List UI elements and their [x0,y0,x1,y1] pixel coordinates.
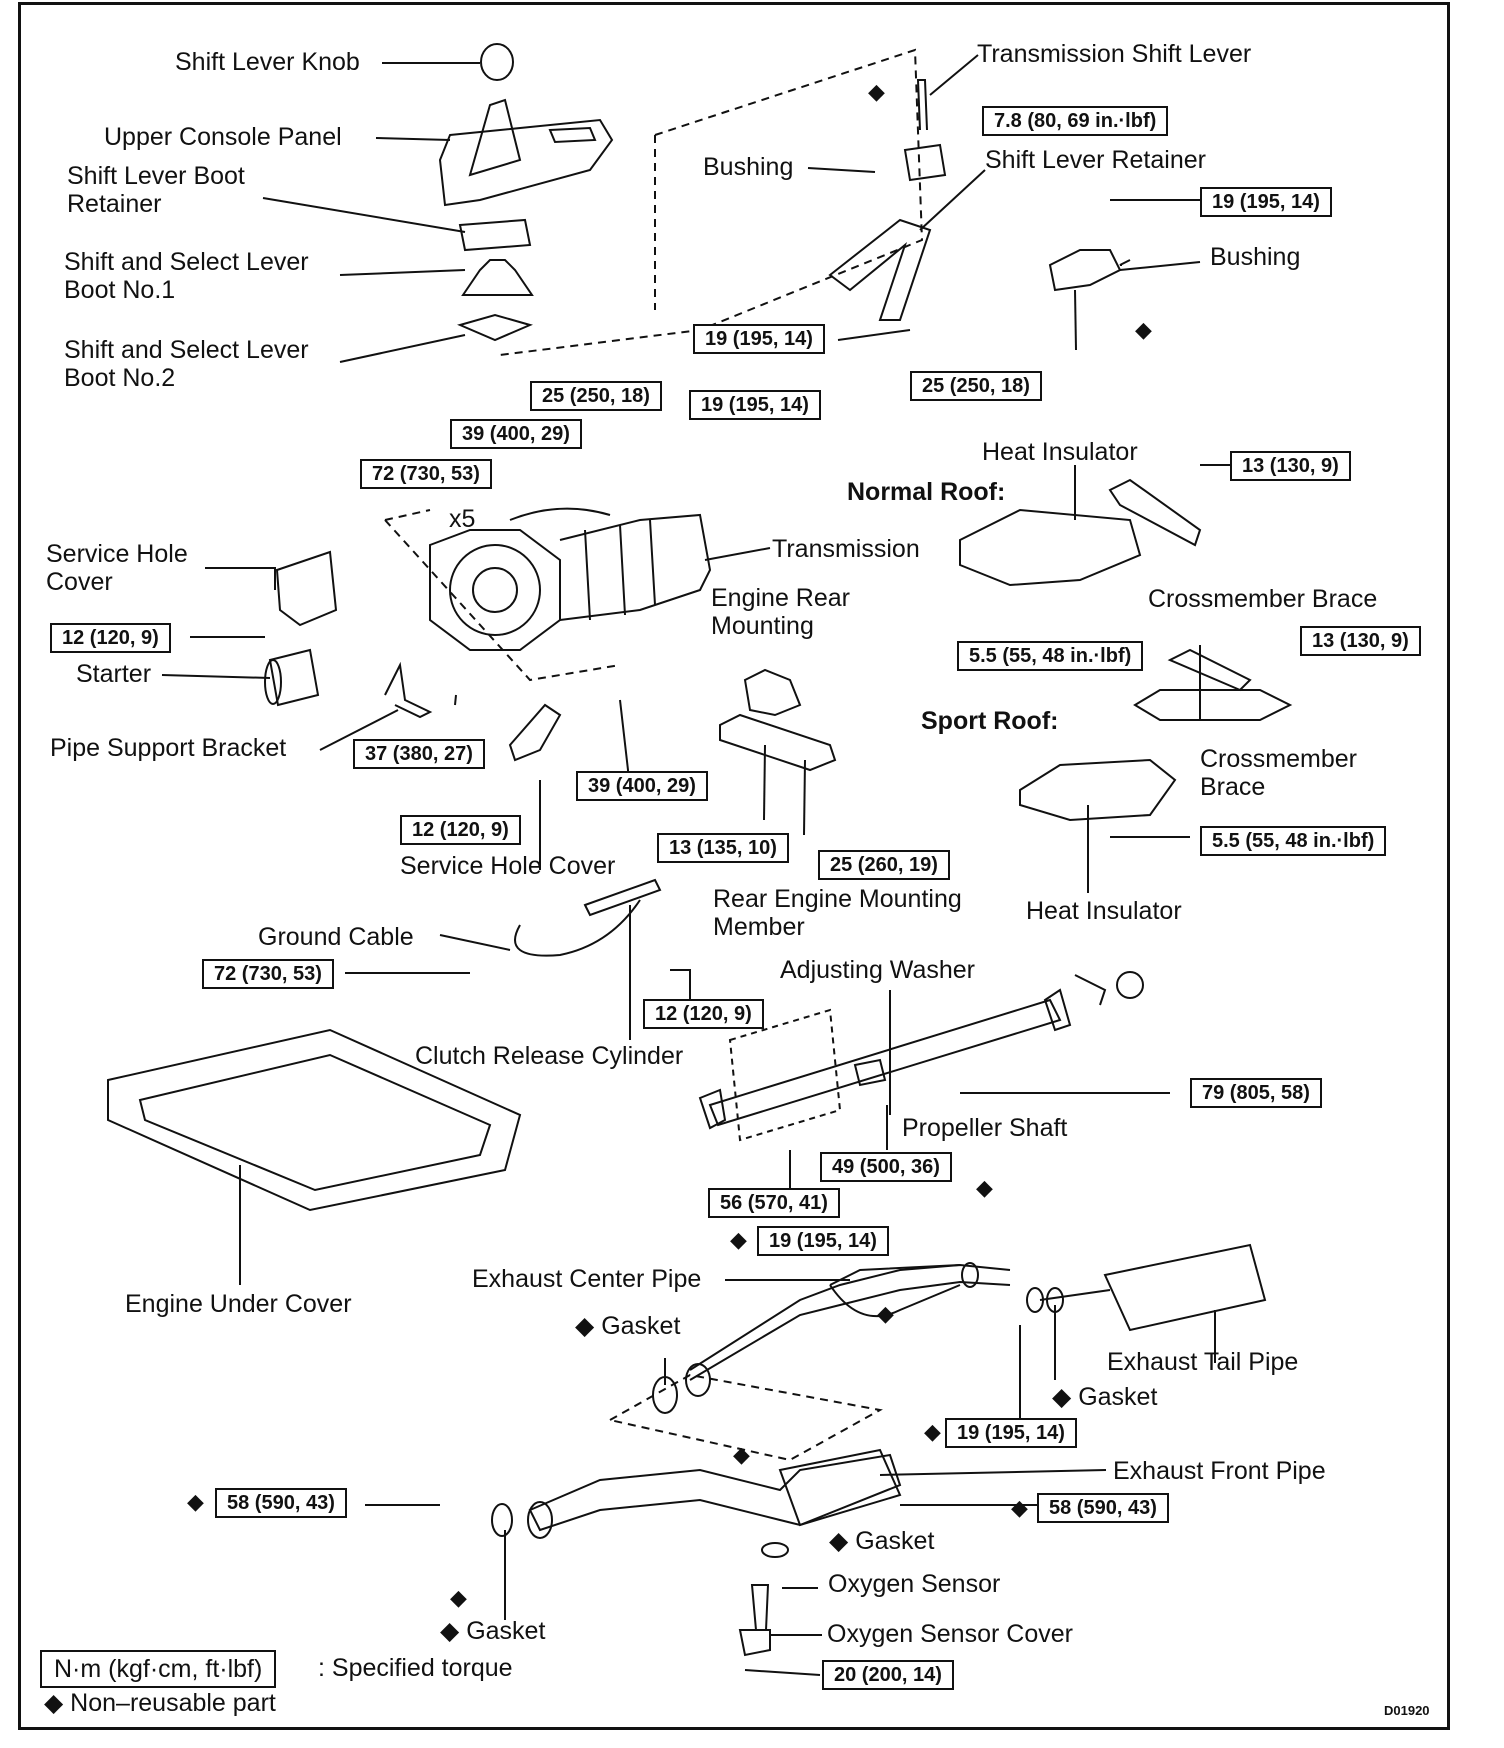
label-upper-console-panel: Upper Console Panel [104,123,342,151]
torque-heat-sport-bottom: 5.5 (55, 48 in.·lbf) [1200,826,1387,856]
label-boot-no2: Shift and Select Lever Boot No.2 [64,336,309,392]
non-reusable-marker: ◆ [1135,317,1152,342]
label-crossmember-brace-top: Crossmember Brace [1148,585,1378,613]
non-reusable-marker: ◆ [1052,1383,1072,1411]
label-transmission: Transmission [772,535,920,563]
diagram-frame [18,2,1450,1730]
torque-trans-a: 25 (250, 18) [530,381,662,411]
label-pipe-support-bracket: Pipe Support Bracket [50,734,287,762]
torque-clutch: 12 (120, 9) [643,999,764,1029]
non-reusable-marker: ◆ [440,1617,460,1645]
torque-trans-d: 72 (730, 53) [360,459,492,489]
label-propeller-shaft: Propeller Shaft [902,1114,1068,1142]
label-gasket-tail-text: Gasket [1078,1383,1158,1411]
label-shift-lever-boot-retainer: Shift Lever Boot Retainer [67,162,245,218]
label-oxygen-sensor: Oxygen Sensor [828,1570,1001,1598]
torque-center-pipe: 19 (195, 14) [757,1226,889,1256]
label-exhaust-center-pipe: Exhaust Center Pipe [472,1265,702,1293]
shift-knob-part [480,43,514,81]
torque-trans-c: 39 (400, 29) [450,419,582,449]
label-gasket-bottom-text: Gasket [466,1617,546,1645]
label-gasket-front-text: Gasket [855,1527,935,1555]
torque-prop-front: 56 (570, 41) [708,1188,840,1218]
label-gasket-front: ◆ Gasket [829,1527,934,1555]
non-reusable-marker: ◆ [924,1419,941,1444]
torque-ground: 72 (730, 53) [202,959,334,989]
label-boot-no1: Shift and Select Lever Boot No.1 [64,248,309,304]
label-shift-lever-retainer: Shift Lever Retainer [985,146,1206,174]
torque-shift-lever: 7.8 (80, 69 in.·lbf) [982,106,1169,136]
label-engine-under-cover: Engine Under Cover [125,1290,352,1318]
torque-pipe-bracket: 37 (380, 27) [353,739,485,769]
torque-front-pipe-right: 58 (590, 43) [1037,1493,1169,1523]
non-reusable-marker: ◆ [868,79,885,104]
label-crossmember-brace-sport: Crossmember Brace [1200,745,1357,801]
torque-retainer-left: 19 (195, 14) [693,324,825,354]
non-reusable-marker: ◆ [730,1227,747,1252]
legend-non-reusable: ◆ Non–reusable part [44,1689,276,1717]
label-exhaust-tail-pipe: Exhaust Tail Pipe [1107,1348,1299,1376]
label-clutch-release-cylinder: Clutch Release Cylinder [415,1042,684,1070]
non-reusable-marker: ◆ [1011,1495,1028,1520]
label-bushing-right: Bushing [1210,243,1301,271]
label-adjusting-washer: Adjusting Washer [780,956,975,984]
label-oxygen-sensor-cover: Oxygen Sensor Cover [827,1620,1073,1648]
label-heat-insulator-top: Heat Insulator [982,438,1138,466]
figure-code: D01920 [1384,1703,1430,1718]
torque-tail-pipe: 19 (195, 14) [945,1418,1077,1448]
non-reusable-marker: ◆ [575,1312,595,1340]
label-gasket-center-text: Gasket [601,1312,681,1340]
torque-trans-e: 39 (400, 29) [576,771,708,801]
label-gasket-center: ◆ Gasket [575,1312,680,1340]
torque-heat-normal-bottom: 5.5 (55, 48 in.·lbf) [957,641,1144,671]
label-x5: x5 [449,505,476,533]
non-reusable-marker: ◆ [829,1527,849,1555]
torque-o2: 20 (200, 14) [822,1660,954,1690]
torque-service-cover: 12 (120, 9) [50,623,171,653]
label-sport-roof: Sport Roof: [921,707,1059,735]
non-reusable-marker: ◆ [877,1301,894,1326]
label-exhaust-front-pipe: Exhaust Front Pipe [1113,1457,1326,1485]
label-gasket-bottom: ◆ Gasket [440,1617,545,1645]
torque-front-pipe-left: 58 (590, 43) [215,1488,347,1518]
torque-trans-b: 19 (195, 14) [689,390,821,420]
torque-mount-a: 13 (135, 10) [657,833,789,863]
label-normal-roof: Normal Roof: [847,478,1006,506]
label-heat-insulator-bottom: Heat Insulator [1026,897,1182,925]
label-ground-cable: Ground Cable [258,923,414,951]
label-service-hole-cover-left: Service Hole Cover [46,540,188,596]
torque-mount-b: 25 (260, 19) [818,850,950,880]
torque-heat-normal: 13 (130, 9) [1230,451,1351,481]
non-reusable-marker: ◆ [450,1585,467,1610]
torque-service-cover2: 12 (120, 9) [400,815,521,845]
torque-bushing-right: 19 (195, 14) [1200,187,1332,217]
label-engine-rear-mounting: Engine Rear Mounting [711,584,850,640]
label-starter: Starter [76,660,152,688]
label-transmission-shift-lever: Transmission Shift Lever [977,40,1252,68]
legend-unit-description: : Specified torque [318,1654,513,1682]
label-service-hole-cover-bottom: Service Hole Cover [400,852,616,880]
label-rear-engine-mounting-member: Rear Engine Mounting Member [713,885,962,941]
non-reusable-marker: ◆ [976,1175,993,1200]
legend-unit-box: N·m (kgf·cm, ft·lbf) [40,1650,277,1688]
label-bushing-upper: Bushing [703,153,794,181]
label-gasket-tail: ◆ Gasket [1052,1383,1157,1411]
non-reusable-marker: ◆ [187,1489,204,1514]
torque-retainer-right: 25 (250, 18) [910,371,1042,401]
torque-heat-sport: 13 (130, 9) [1300,626,1421,656]
torque-prop-center: 49 (500, 36) [820,1152,952,1182]
non-reusable-marker: ◆ [733,1442,750,1467]
label-shift-lever-knob: Shift Lever Knob [175,48,360,76]
torque-prop-rear: 79 (805, 58) [1190,1078,1322,1108]
